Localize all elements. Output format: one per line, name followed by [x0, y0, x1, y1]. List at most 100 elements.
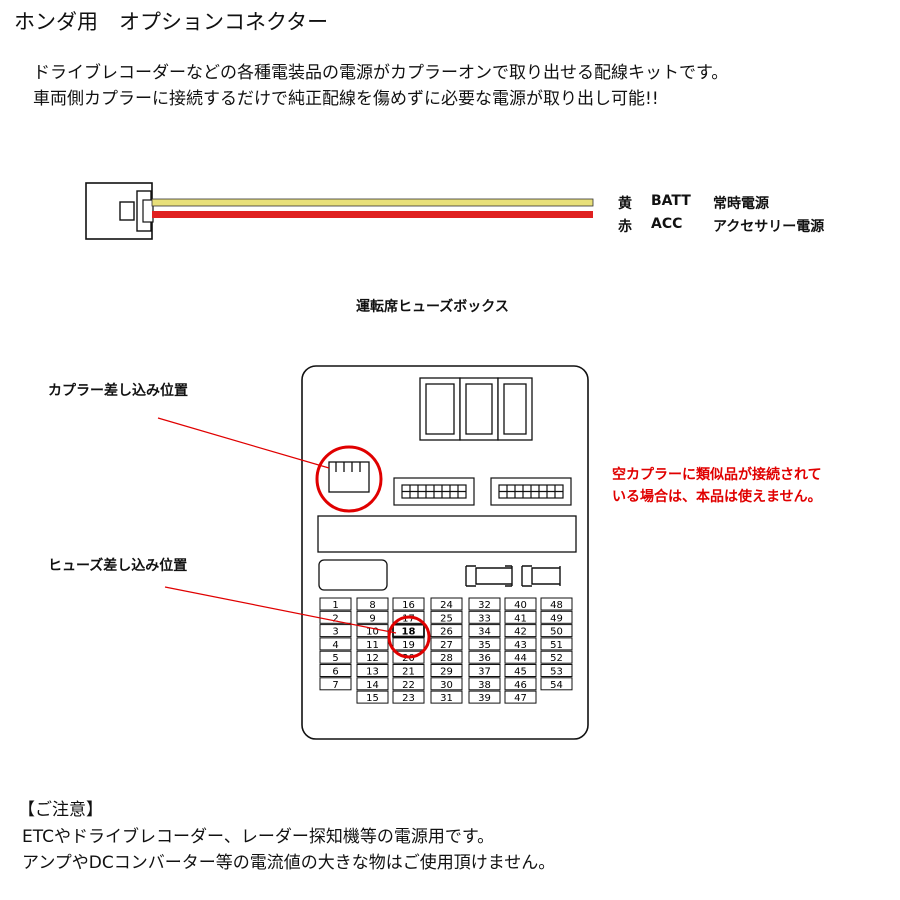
fuse-slot-40: 40	[504, 597, 537, 611]
fuse-number: 21	[402, 667, 415, 678]
fuse-number: 6	[332, 667, 338, 678]
fuse-slot-38: 38	[468, 677, 501, 691]
caution-line-1: ETCやドライブレコーダー、レーダー探知機等の電源用です。	[22, 827, 495, 847]
fuse-number: 43	[514, 640, 527, 651]
fuse-slot-24: 24	[430, 597, 463, 611]
fuse-slot-31: 31	[430, 690, 463, 704]
fusebox-strip	[317, 515, 577, 553]
fuse-slot-48: 48	[540, 597, 573, 611]
callout-line-coupler	[157, 417, 330, 469]
fuse-slot-47: 47	[504, 690, 537, 704]
wire-yellow-batt	[151, 198, 594, 207]
fuse-number: 44	[514, 653, 527, 664]
warning-line-1: 空カプラーに類似品が接続されて	[612, 467, 822, 483]
fuse-slot-19: 19	[392, 637, 425, 651]
fuse-number: 25	[440, 613, 453, 624]
fuse-slot-22: 22	[392, 677, 425, 691]
fuse-slot-7: 7	[319, 677, 352, 691]
fuse-number: 14	[366, 680, 379, 691]
fuse-number: 15	[366, 693, 379, 704]
wire-red-acc	[152, 211, 593, 218]
fuse-number: 28	[440, 653, 453, 664]
fuse-number: 31	[440, 693, 453, 704]
fuse-slot-29: 29	[430, 664, 463, 678]
fuse-number: 39	[478, 693, 491, 704]
warning-line-2: いる場合は、本品は使えません。	[612, 489, 822, 505]
wire-yellow-type-label: BATT	[651, 193, 691, 209]
wire-red-desc-label: アクセサリー電源	[713, 219, 825, 235]
fuse-slot-44: 44	[504, 650, 537, 664]
fuse-number: 4	[332, 640, 338, 651]
fuse-number: 16	[402, 600, 415, 611]
fuse-number: 36	[478, 653, 491, 664]
fuse-slot-12: 12	[356, 650, 389, 664]
fuse-slot-42: 42	[504, 624, 537, 638]
fuse-number: 5	[332, 653, 338, 664]
option-connector	[85, 182, 154, 240]
fuse-slot-10: 10	[356, 624, 389, 638]
fuse-slot-32: 32	[468, 597, 501, 611]
fuse-slot-9: 9	[356, 610, 389, 624]
fuse-slot-5: 5	[319, 650, 352, 664]
fuse-slot-8: 8	[356, 597, 389, 611]
fuse-number: 40	[514, 600, 527, 611]
fuse-slot-36: 36	[468, 650, 501, 664]
fuse-slot-26: 26	[430, 624, 463, 638]
fuse-slot-34: 34	[468, 624, 501, 638]
fuse-slot-3: 3	[319, 624, 352, 638]
fuse-number: 8	[369, 600, 375, 611]
fuse-number: 38	[478, 680, 491, 691]
fuse-slot-35: 35	[468, 637, 501, 651]
fuse-slot-6: 6	[319, 664, 352, 678]
connector-block-right	[490, 477, 572, 506]
fuse-number: 49	[550, 613, 563, 624]
fuse-slot-51: 51	[540, 637, 573, 651]
fuse-number: 53	[550, 667, 563, 678]
wire-red-color-label: 赤	[618, 219, 632, 235]
fuse-number: 41	[514, 613, 527, 624]
fuse-number: 48	[550, 600, 563, 611]
fuse-number: 47	[514, 693, 527, 704]
fuse-slot-54: 54	[540, 677, 573, 691]
caution-heading: 【ご注意】	[18, 800, 103, 820]
fuse-slot-53: 53	[540, 664, 573, 678]
fuse-number: 52	[550, 653, 563, 664]
fuse-slot-11: 11	[356, 637, 389, 651]
fuse-number: 42	[514, 627, 527, 638]
fuse-slot-4: 4	[319, 637, 352, 651]
relay-clips	[465, 565, 561, 587]
relay-blocks	[419, 377, 533, 441]
fuse-number: 34	[478, 627, 491, 638]
fuse-number: 35	[478, 640, 491, 651]
fuse-slot-15: 15	[356, 690, 389, 704]
fuse-slot-18: 18	[392, 623, 425, 638]
fuse-number: 11	[366, 640, 379, 651]
fuse-slot-28: 28	[430, 650, 463, 664]
callout-line-fuse	[164, 586, 397, 634]
coupler-position-label: カプラー差し込み位置	[48, 383, 188, 399]
fuse-slot-52: 52	[540, 650, 573, 664]
fuse-number: 32	[478, 600, 491, 611]
fuse-number: 13	[366, 667, 379, 678]
fuse-number: 2	[332, 613, 338, 624]
fuse-position-label: ヒューズ差し込み位置	[48, 558, 188, 574]
fuse-number: 54	[550, 680, 563, 691]
fuse-number: 19	[402, 640, 415, 651]
fuse-slot-13: 13	[356, 664, 389, 678]
fuse-number: 50	[550, 627, 563, 638]
fuse-number: 17	[402, 613, 415, 624]
wire-yellow-color-label: 黄	[618, 196, 632, 212]
empty-coupler-slot	[328, 461, 370, 493]
fuse-slot-25: 25	[430, 610, 463, 624]
fuse-slot-2: 2	[319, 610, 352, 624]
fuse-number: 29	[440, 667, 453, 678]
wire-yellow-desc-label: 常時電源	[713, 196, 769, 212]
fuse-slot-27: 27	[430, 637, 463, 651]
fuse-number: 22	[402, 680, 415, 691]
fuse-number: 26	[440, 627, 453, 638]
fuse-number: 30	[440, 680, 453, 691]
fuse-slot-46: 46	[504, 677, 537, 691]
fuse-number: 7	[332, 680, 338, 691]
fuse-slot-23: 23	[392, 690, 425, 704]
